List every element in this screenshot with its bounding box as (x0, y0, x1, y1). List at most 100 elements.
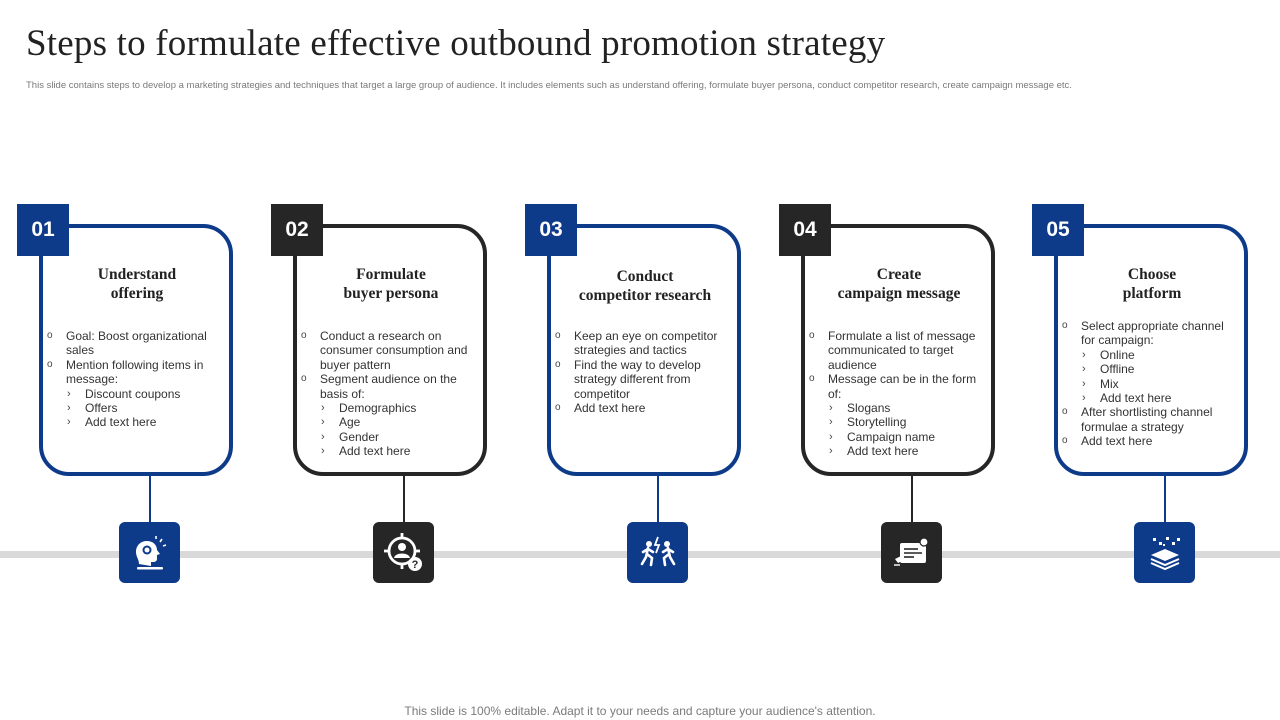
step-number: 05 (1032, 204, 1084, 256)
sub-item-text: Demographics (339, 401, 417, 416)
step-title-line: Choose (1127, 266, 1177, 283)
step-title-line: platform (1122, 285, 1182, 302)
sub-item-text: Add text here (339, 444, 411, 459)
sub-item: ›Online (1082, 347, 1135, 362)
step-icon-box (1134, 522, 1195, 583)
sub-item-text: Gender (339, 429, 380, 444)
sub-item-text: Add text here (1100, 391, 1172, 406)
step-title: Create campaign message (789, 265, 1009, 303)
step-connector (149, 475, 151, 522)
step-title-line: Conduct (616, 268, 674, 285)
list-item-text: Goal: Boost organizational sales (66, 329, 207, 358)
step-connector (657, 475, 659, 522)
list-item-text: Add text here (1081, 434, 1153, 449)
step-card (1054, 224, 1248, 476)
page-title: Steps to formulate effective outbound pr… (26, 23, 886, 64)
sub-item: ›Storytelling (829, 415, 907, 430)
platform-layers-icon (1150, 536, 1180, 570)
sub-item-text: Slogans (847, 401, 891, 416)
step-number: 01 (17, 204, 69, 256)
step-number: 02 (271, 204, 323, 256)
sub-item: ›Age (321, 415, 361, 430)
step-icon-box: ? (373, 522, 434, 583)
step-number: 03 (525, 204, 577, 256)
sub-item-text: Campaign name (847, 429, 936, 444)
step-connector (403, 475, 405, 522)
sub-item: ›Add text here (321, 444, 411, 459)
sub-item: ›Slogans (829, 401, 891, 416)
sub-item: ›Mix (1082, 376, 1119, 391)
sub-item-text: Offline (1100, 362, 1135, 377)
list-item-text: Add text here (574, 401, 646, 416)
list-item-text: Mention following items in message: (66, 357, 204, 387)
step-title-line: offering (110, 285, 164, 302)
step-card (801, 224, 995, 476)
list-item-text: Keep an eye on competitor strategies and… (574, 329, 718, 358)
sub-item-text: Add text here (847, 444, 919, 459)
page-subtitle: This slide contains steps to develop a m… (26, 80, 1072, 91)
sub-item: ›Campaign name (829, 429, 936, 444)
sub-item-text: Online (1100, 347, 1135, 362)
list-item-text: Find the way to develop strategy differe… (574, 357, 701, 401)
step-title-line: competitor research (578, 287, 712, 304)
list-item-text: Select appropriate channel for campaign: (1081, 319, 1224, 348)
sub-item-text: Storytelling (847, 415, 907, 430)
sub-item-text: Discount coupons (85, 386, 181, 401)
step-title-line: Create (876, 266, 922, 283)
svg-text:?: ? (411, 559, 418, 571)
list-item-text: Message can be in the form of: (828, 372, 977, 401)
step-title-line: buyer persona (343, 285, 439, 302)
list-item-text: Segment audience on the basis of: (320, 372, 457, 401)
step-title-line: Understand (97, 266, 177, 283)
footer-note: This slide is 100% editable. Adapt it to… (404, 704, 876, 718)
lightbulb-head-icon (135, 535, 166, 569)
step-connector (911, 475, 913, 522)
step-connector (1164, 475, 1166, 522)
sub-item: ›Offers (67, 401, 118, 416)
step-icon-box (627, 522, 688, 583)
step-title-line: Formulate (356, 266, 426, 283)
step-title: Conduct competitor research (535, 267, 755, 305)
step-title: Choose platform (1042, 265, 1262, 303)
sub-item-text: Offers (85, 401, 118, 416)
step-title: Understand offering (27, 265, 247, 303)
step-title-line: campaign message (837, 285, 961, 302)
sub-item: ›Add text here (829, 444, 919, 459)
sub-item-text: Age (339, 415, 361, 430)
sub-item: ›Add text here (1082, 391, 1172, 406)
sub-item: ›Add text here (67, 415, 157, 430)
step-title: Formulate buyer persona (281, 265, 501, 303)
list-item-text: Conduct a research on consumer consumpti… (320, 329, 468, 372)
target-user-question-icon: ? (383, 532, 422, 571)
step-icon-box (119, 522, 180, 583)
step-card (293, 224, 487, 476)
sub-item: ›Offline (1082, 362, 1135, 377)
sub-item: ›Demographics (321, 401, 417, 416)
step-number: 04 (779, 204, 831, 256)
list-item-text: Formulate a list of message communicated… (828, 329, 976, 372)
step-icon-box (881, 522, 942, 583)
sub-item-text: Mix (1100, 376, 1119, 391)
